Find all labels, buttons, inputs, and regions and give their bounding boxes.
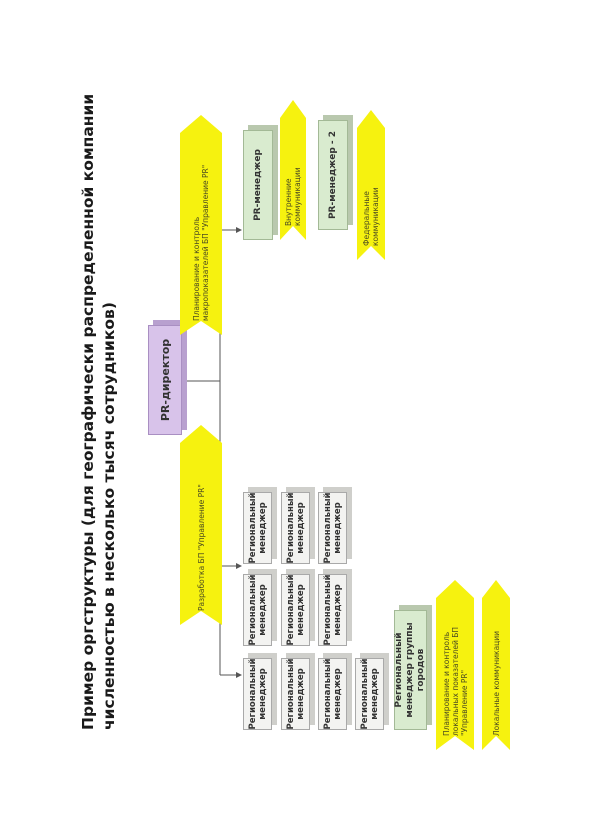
regional-manager-box: Региональный менеджер xyxy=(318,658,347,730)
arrow-local-communications: Локальные коммуникации xyxy=(482,580,510,750)
pr-director-box: PR-директор xyxy=(148,325,182,435)
regional-manager-box: Региональный менеджер xyxy=(281,492,310,564)
regional-group-manager-box: Региональный менеджер группы городов xyxy=(394,610,427,730)
regional-manager-box: Региональный менеджер xyxy=(243,658,272,730)
arrow-develop-bp: Разработка БП "Управление PR" xyxy=(180,425,222,625)
regional-manager-box: Региональный менеджер xyxy=(355,658,384,730)
arrow-internal-communications: Внутренние коммуникации xyxy=(280,100,306,240)
regional-manager-box: Региональный менеджер xyxy=(281,574,310,646)
regional-manager-box: Региональный менеджер xyxy=(281,658,310,730)
arrow-local-planning: Планирование и контроль локальных показа… xyxy=(436,580,474,750)
regional-manager-box: Региональный менеджер xyxy=(318,574,347,646)
arrow-macro-planning: Планирование и контроль макропоказателей… xyxy=(180,115,222,335)
regional-manager-box: Региональный менеджер xyxy=(318,492,347,564)
pr-manager-box: PR-менеджер xyxy=(243,130,273,240)
regional-manager-box: Региональный менеджер xyxy=(243,492,272,564)
pr-manager-2-box: PR-менеджер - 2 xyxy=(318,120,348,230)
arrow-federal-communications: Федеральные коммуникации xyxy=(357,110,385,260)
regional-manager-box: Региональный менеджер xyxy=(243,574,272,646)
